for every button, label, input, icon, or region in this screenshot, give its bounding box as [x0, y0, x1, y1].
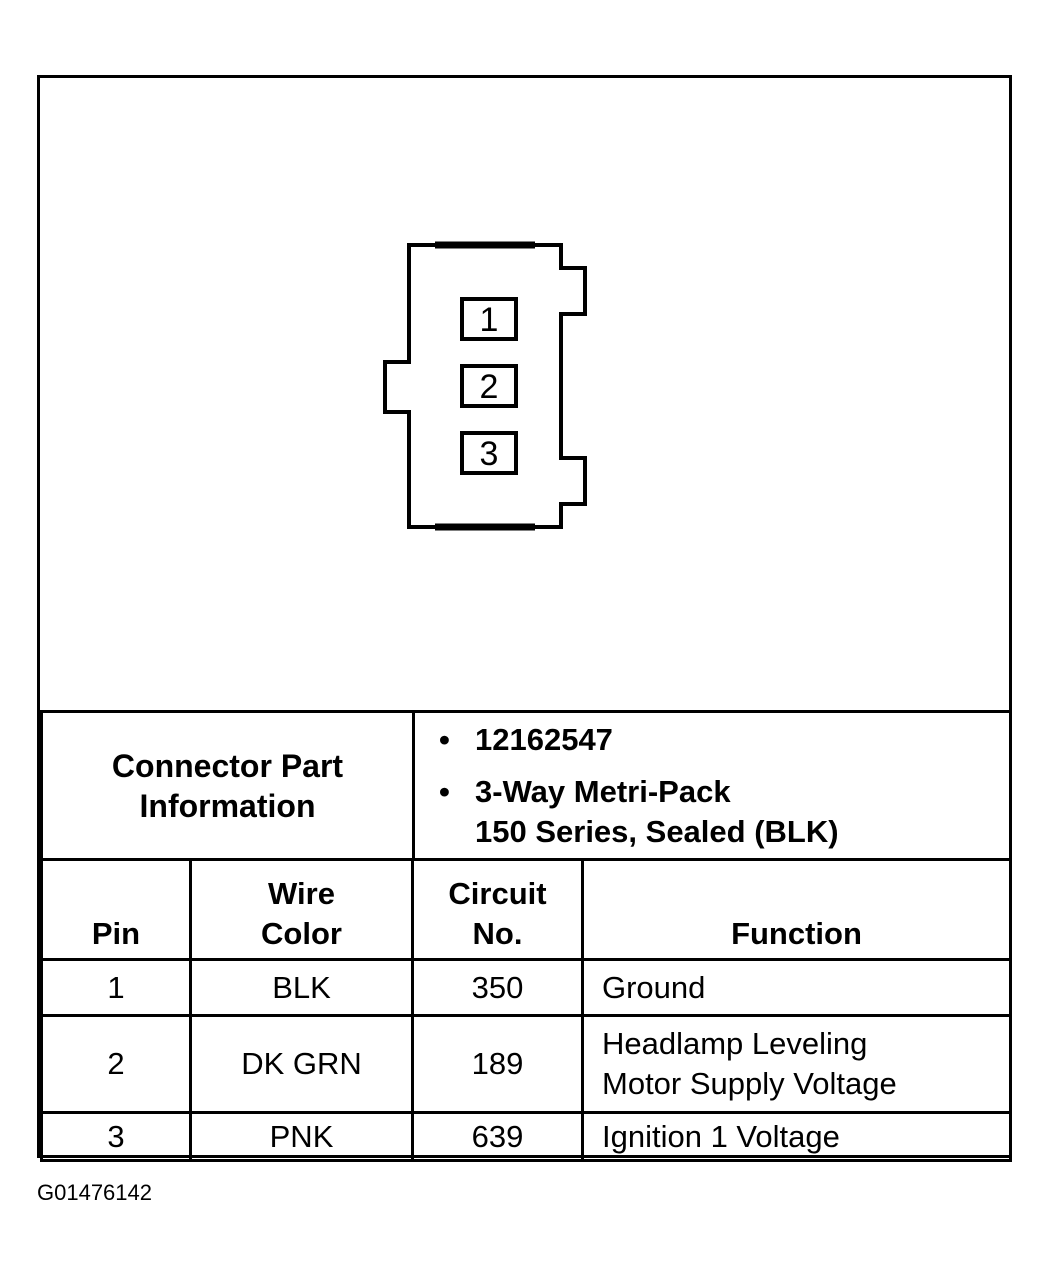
- wire-color-header: Wire Color: [189, 858, 414, 961]
- pin-header: Pin: [40, 858, 192, 961]
- pin-cell: 3: [40, 1111, 192, 1162]
- table-row: 3 PNK 639 Ignition 1 Voltage: [40, 1111, 1012, 1162]
- circuit-no-header: Circuit No.: [411, 858, 584, 961]
- figure-code: G01476142: [37, 1180, 152, 1205]
- circuit-cell: 350: [411, 958, 584, 1017]
- connector-part-info-table: Connector Part Information • 12162547 • …: [40, 710, 1012, 861]
- function-header: Function: [581, 858, 1012, 961]
- circuit-cell: 639: [411, 1111, 584, 1162]
- wire-color-cell: DK GRN: [189, 1014, 414, 1114]
- table-row: 1 BLK 350 Ground: [40, 958, 1012, 1017]
- connector-outline: [383, 241, 587, 531]
- wire-color-cell: BLK: [189, 958, 414, 1017]
- part-number: • 12162547: [439, 721, 613, 757]
- pin-3-cavity: [460, 431, 518, 475]
- function-cell: Ignition 1 Voltage: [581, 1111, 1012, 1162]
- connector-diagram: 1 2 3: [40, 78, 1009, 710]
- pin-2-cavity: [460, 364, 518, 408]
- connector-description: • 3-Way Metri-Pack 150 Series, Sealed (B…: [439, 773, 839, 849]
- pin-cell: 2: [40, 1014, 192, 1114]
- function-cell: Headlamp Leveling Motor Supply Voltage: [581, 1014, 1012, 1114]
- pin-cell: 1: [40, 958, 192, 1017]
- function-cell: Ground: [581, 958, 1012, 1017]
- pin-3-label: 3: [479, 435, 499, 473]
- table-row: 2 DK GRN 189 Headlamp Leveling Motor Sup…: [40, 1014, 1012, 1114]
- pin-1-label: 1: [479, 301, 499, 339]
- connector-part-info-values: • 12162547 • 3-Way Metri-Pack 150 Series…: [412, 710, 1012, 861]
- pin-1-cavity: [460, 297, 518, 341]
- pin-2-label: 2: [479, 368, 499, 406]
- connector-frame: 1 2 3 Connector Part Information • 12162…: [37, 75, 1012, 1162]
- circuit-cell: 189: [411, 1014, 584, 1114]
- connector-part-info-label: Connector Part Information: [40, 710, 415, 861]
- wire-color-cell: PNK: [189, 1111, 414, 1162]
- pin-table-header: Pin Wire Color Circuit No. Function: [40, 858, 1012, 961]
- pin-table: Pin Wire Color Circuit No. Function 1 BL…: [40, 858, 1012, 1162]
